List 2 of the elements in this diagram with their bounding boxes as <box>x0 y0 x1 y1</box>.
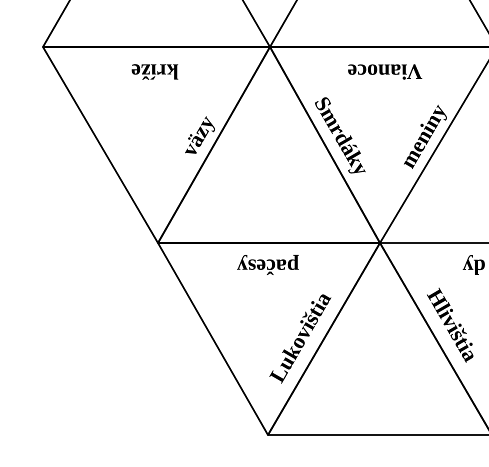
puzzle-triangle <box>269 0 489 48</box>
puzzle-triangle <box>42 0 271 48</box>
